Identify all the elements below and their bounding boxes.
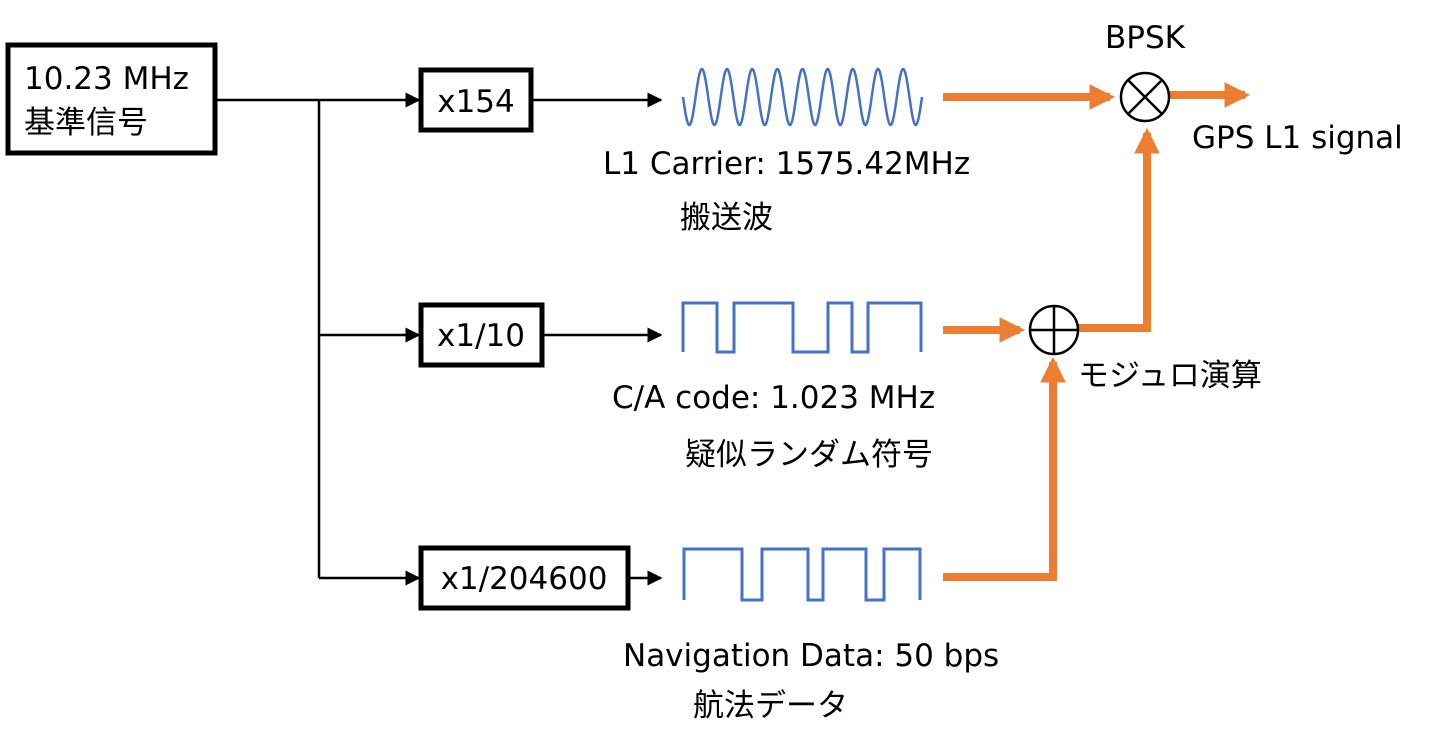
carrier-label: L1 Carrier: 1575.42MHz: [603, 146, 970, 182]
reference-oscillator-box: 10.23 MHz 基準信号: [5, 42, 218, 156]
square-wave-icon: [681, 301, 923, 354]
multiplier-carrier-label: x154: [437, 84, 515, 120]
modulo-to-bpsk-arrow: [1077, 127, 1160, 332]
multiplier-icon: [1119, 71, 1171, 123]
output-label: GPS L1 signal: [1192, 120, 1403, 156]
reference-signal-label-ja: 基準信号: [24, 105, 148, 141]
multiplier-output-arrows: [531, 92, 663, 586]
signal-paths: [943, 82, 1251, 581]
multiplier-box-carrier: x154: [418, 67, 534, 133]
reference-frequency-label: 10.23 MHz: [24, 61, 189, 97]
adder-icon: [1028, 304, 1080, 356]
ca-code-label-ja: 疑似ランダム符号: [685, 437, 933, 473]
multiplier-box-ca-code: x1/10: [418, 302, 545, 368]
reference-distribution-lines: [215, 92, 421, 586]
bpsk-label: BPSK: [1105, 20, 1186, 56]
modulo-label: モジュロ演算: [1078, 358, 1262, 394]
nav-data-to-modulo-arrow: [943, 356, 1066, 581]
multiplier-nav-data-label: x1/204600: [441, 561, 608, 597]
nav-data-label-ja: 航法データ: [693, 688, 848, 724]
multiplier-box-nav-data: x1/204600: [418, 545, 631, 611]
multiplier-ca-code-label: x1/10: [437, 318, 525, 354]
ca-code-label: C/A code: 1.023 MHz: [612, 380, 935, 416]
square-wave-icon: [682, 547, 922, 602]
carrier-label-ja: 搬送波: [680, 200, 773, 236]
nav-data-label: Navigation Data: 50 bps: [623, 638, 999, 674]
sine-wave-icon: [681, 67, 924, 127]
